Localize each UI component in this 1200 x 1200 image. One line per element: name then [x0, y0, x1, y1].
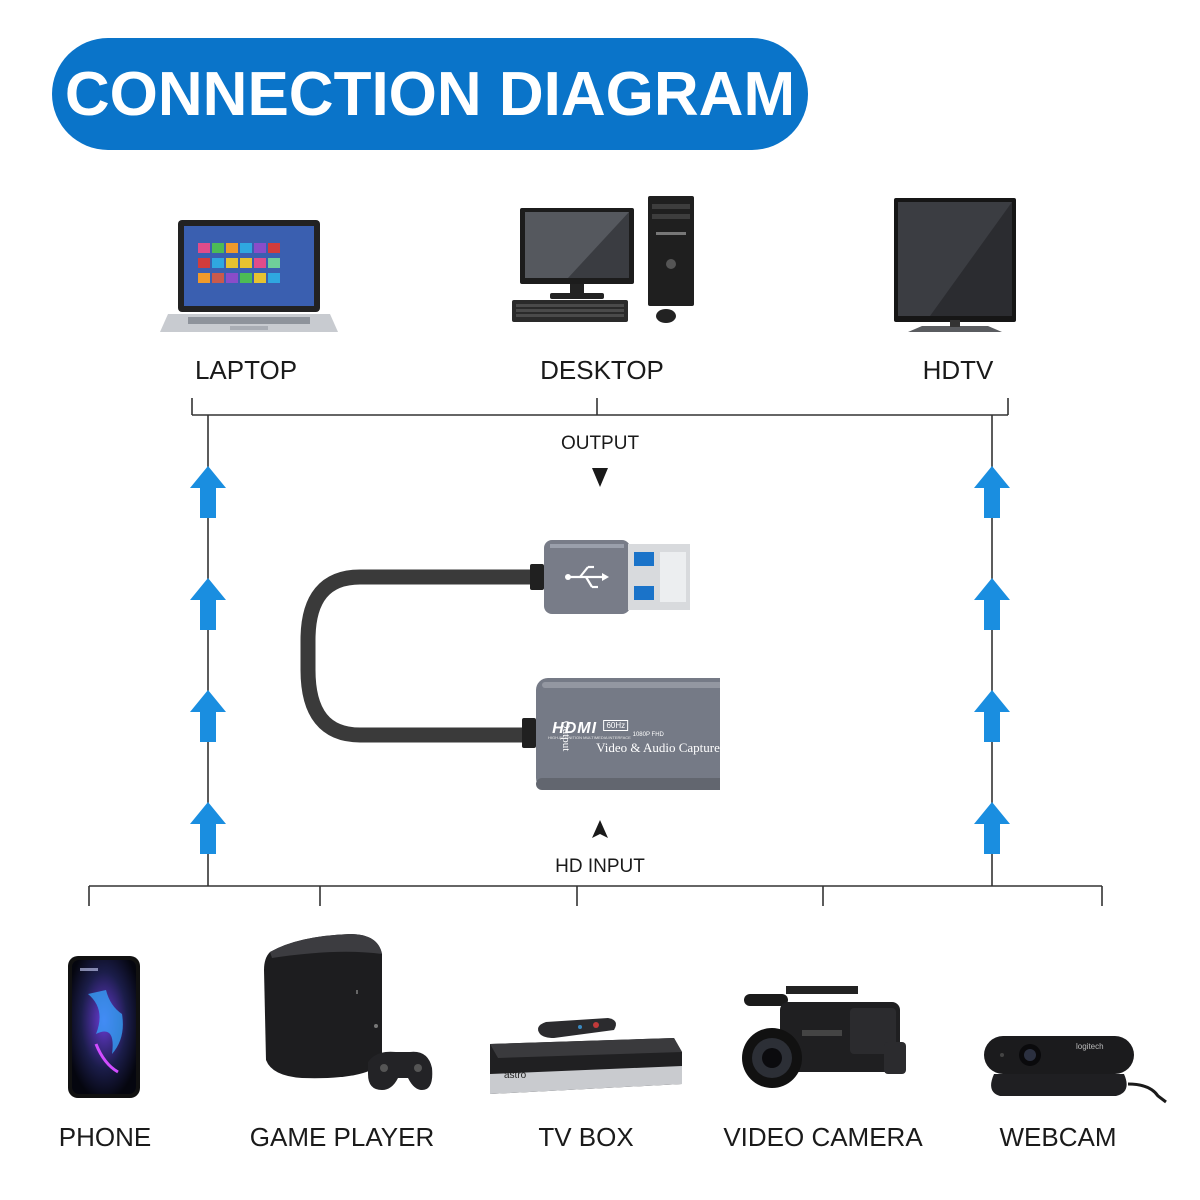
tvbox-brand: astro — [504, 1070, 527, 1081]
hdmi-logo: HDMI — [552, 720, 598, 737]
device-label-desktop: DESKTOP — [540, 355, 664, 385]
laptop-icon — [160, 220, 338, 332]
title-banner: CONNECTION DIAGRAM — [52, 38, 808, 150]
right-up-arrow-icon-2 — [974, 578, 1010, 630]
right-up-arrow-icon-4 — [974, 802, 1010, 854]
output-label: OUTPUT — [560, 433, 640, 454]
device-label-phone: PHONE — [58, 1122, 152, 1152]
device-label-tv-box: TV BOX — [538, 1122, 634, 1152]
right-up-arrow-icon-3 — [974, 690, 1010, 742]
input-port-label: Input — [737, 722, 752, 750]
device-label-webcam: WEBCAM — [999, 1122, 1117, 1152]
set-top-box-icon — [490, 1018, 682, 1094]
page-title: CONNECTION DIAGRAM — [64, 59, 796, 129]
hdmi-capture-card — [300, 540, 720, 790]
device-label-video-camera: VIDEO CAMERA — [723, 1122, 923, 1152]
left-up-arrow-icon-2 — [190, 578, 226, 630]
output-port-label: Output — [560, 720, 572, 752]
resolution-badge: 1080P FHD — [632, 732, 664, 738]
left-up-arrow-icon-1 — [190, 466, 226, 518]
desktop-computer-icon — [512, 196, 694, 323]
hdmi-tagline: HIGH-DEFINITION MULTIMEDIA INTERFACE — [548, 735, 631, 740]
camcorder-icon — [742, 986, 906, 1088]
capture-device-name: Video & Audio Capture — [596, 740, 720, 755]
smartphone-icon — [68, 956, 140, 1098]
output-arrow-icon — [592, 468, 608, 487]
game-console-icon — [264, 934, 433, 1090]
usb-symbol-icon — [570, 565, 602, 589]
input-label: HD INPUT — [555, 856, 645, 877]
refresh-badge: 60Hz — [603, 720, 629, 731]
usb-cable — [300, 569, 546, 743]
right-up-arrow-icon-1 — [974, 466, 1010, 518]
device-label-laptop: LAPTOP — [194, 355, 298, 385]
webcam-brand: logitech — [1076, 1042, 1104, 1051]
input-arrow-icon — [592, 820, 608, 838]
left-up-arrow-icon-3 — [190, 690, 226, 742]
device-label-game-player: GAME PLAYER — [249, 1122, 435, 1152]
capture-body — [536, 678, 720, 790]
left-up-arrow-icon-4 — [190, 802, 226, 854]
tv-icon — [894, 198, 1016, 332]
webcam-icon — [984, 1036, 1167, 1104]
capture-branding: HDMI 60Hz 1080P FHD — [552, 720, 664, 738]
device-label-hdtv: HDTV — [922, 355, 994, 385]
